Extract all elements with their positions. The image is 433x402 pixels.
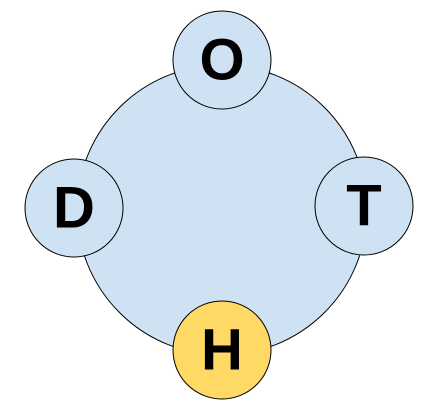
node-left-letter: D — [53, 175, 95, 240]
node-bottom-letter: H — [201, 317, 243, 382]
node-right-circle — [314, 156, 414, 256]
node-top: O — [172, 10, 272, 110]
node-top-circle — [172, 10, 272, 110]
node-right-letter: T — [346, 173, 381, 238]
node-left-circle — [24, 158, 124, 258]
node-left: D — [24, 158, 124, 258]
node-right: T — [314, 156, 414, 256]
node-top-letter: O — [199, 27, 244, 92]
node-bottom: H — [172, 300, 272, 400]
node-bottom-circle — [172, 300, 272, 400]
